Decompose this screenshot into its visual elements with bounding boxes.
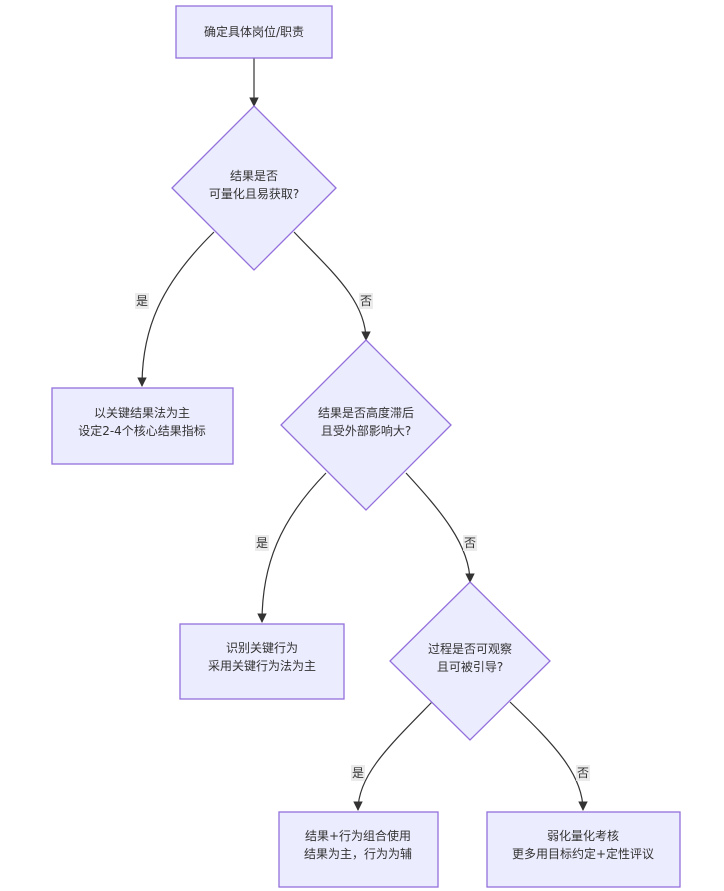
node-start: 确定具体岗位/职责 bbox=[175, 5, 333, 59]
edge-q2-yes bbox=[257, 472, 327, 623]
node-weak: 弱化量化考核 更多用目标约定+定性评议 bbox=[486, 811, 681, 888]
node-behavior-line1: 识别关键行为 bbox=[226, 641, 298, 655]
node-weak-line2: 更多用目标约定+定性评议 bbox=[512, 846, 654, 861]
decision-q3-line2: 且可被引导? bbox=[437, 660, 503, 674]
edge-q3-yes bbox=[353, 701, 433, 811]
decision-q1: 结果是否 可量化且易获取? bbox=[171, 105, 337, 271]
node-okr-line1: 以关键结果法为主 bbox=[94, 406, 190, 420]
edge-labels: 是 否 是 否 是 否 bbox=[135, 293, 590, 781]
node-weak-line1: 弱化量化考核 bbox=[547, 829, 619, 843]
decision-q3: 过程是否可观察 且可被引导? bbox=[389, 581, 551, 741]
node-okr-line2: 设定2-4个核心结果指标 bbox=[78, 423, 206, 438]
decision-q2: 结果是否高度滞后 且受外部影响大? bbox=[280, 339, 452, 511]
node-combo: 结果+行为组合使用 结果为主，行为为辅 bbox=[278, 811, 439, 888]
decision-q1-line1: 结果是否 bbox=[230, 169, 278, 183]
decision-q2-line2: 且受外部影响大? bbox=[321, 423, 411, 438]
edge-label-q1-yes: 是 bbox=[136, 294, 148, 308]
edge-q2-no bbox=[405, 472, 475, 583]
decision-q1-line2: 可量化且易获取? bbox=[209, 187, 299, 201]
edge-q1-yes bbox=[137, 231, 215, 387]
decision-q3-line1: 过程是否可观察 bbox=[428, 641, 512, 656]
edge-q3-no bbox=[509, 701, 588, 811]
node-combo-line1: 结果+行为组合使用 bbox=[305, 828, 411, 843]
edges bbox=[137, 58, 588, 811]
decision-q2-line1: 结果是否高度滞后 bbox=[318, 405, 414, 420]
edge-label-q3-yes: 是 bbox=[352, 766, 364, 780]
edge-label-q3-no: 否 bbox=[577, 766, 589, 780]
node-behavior: 识别关键行为 采用关键行为法为主 bbox=[179, 623, 345, 700]
node-combo-line2: 结果为主，行为为辅 bbox=[304, 847, 412, 861]
edge-label-q1-no: 否 bbox=[360, 294, 372, 308]
edge-q1-no bbox=[293, 231, 371, 341]
node-okr: 以关键结果法为主 设定2-4个核心结果指标 bbox=[51, 387, 234, 465]
edge-label-q2-no: 否 bbox=[464, 536, 476, 550]
node-start-label: 确定具体岗位/职责 bbox=[204, 24, 304, 39]
node-behavior-line2: 采用关键行为法为主 bbox=[208, 659, 316, 673]
edge-label-q2-yes: 是 bbox=[256, 536, 268, 550]
